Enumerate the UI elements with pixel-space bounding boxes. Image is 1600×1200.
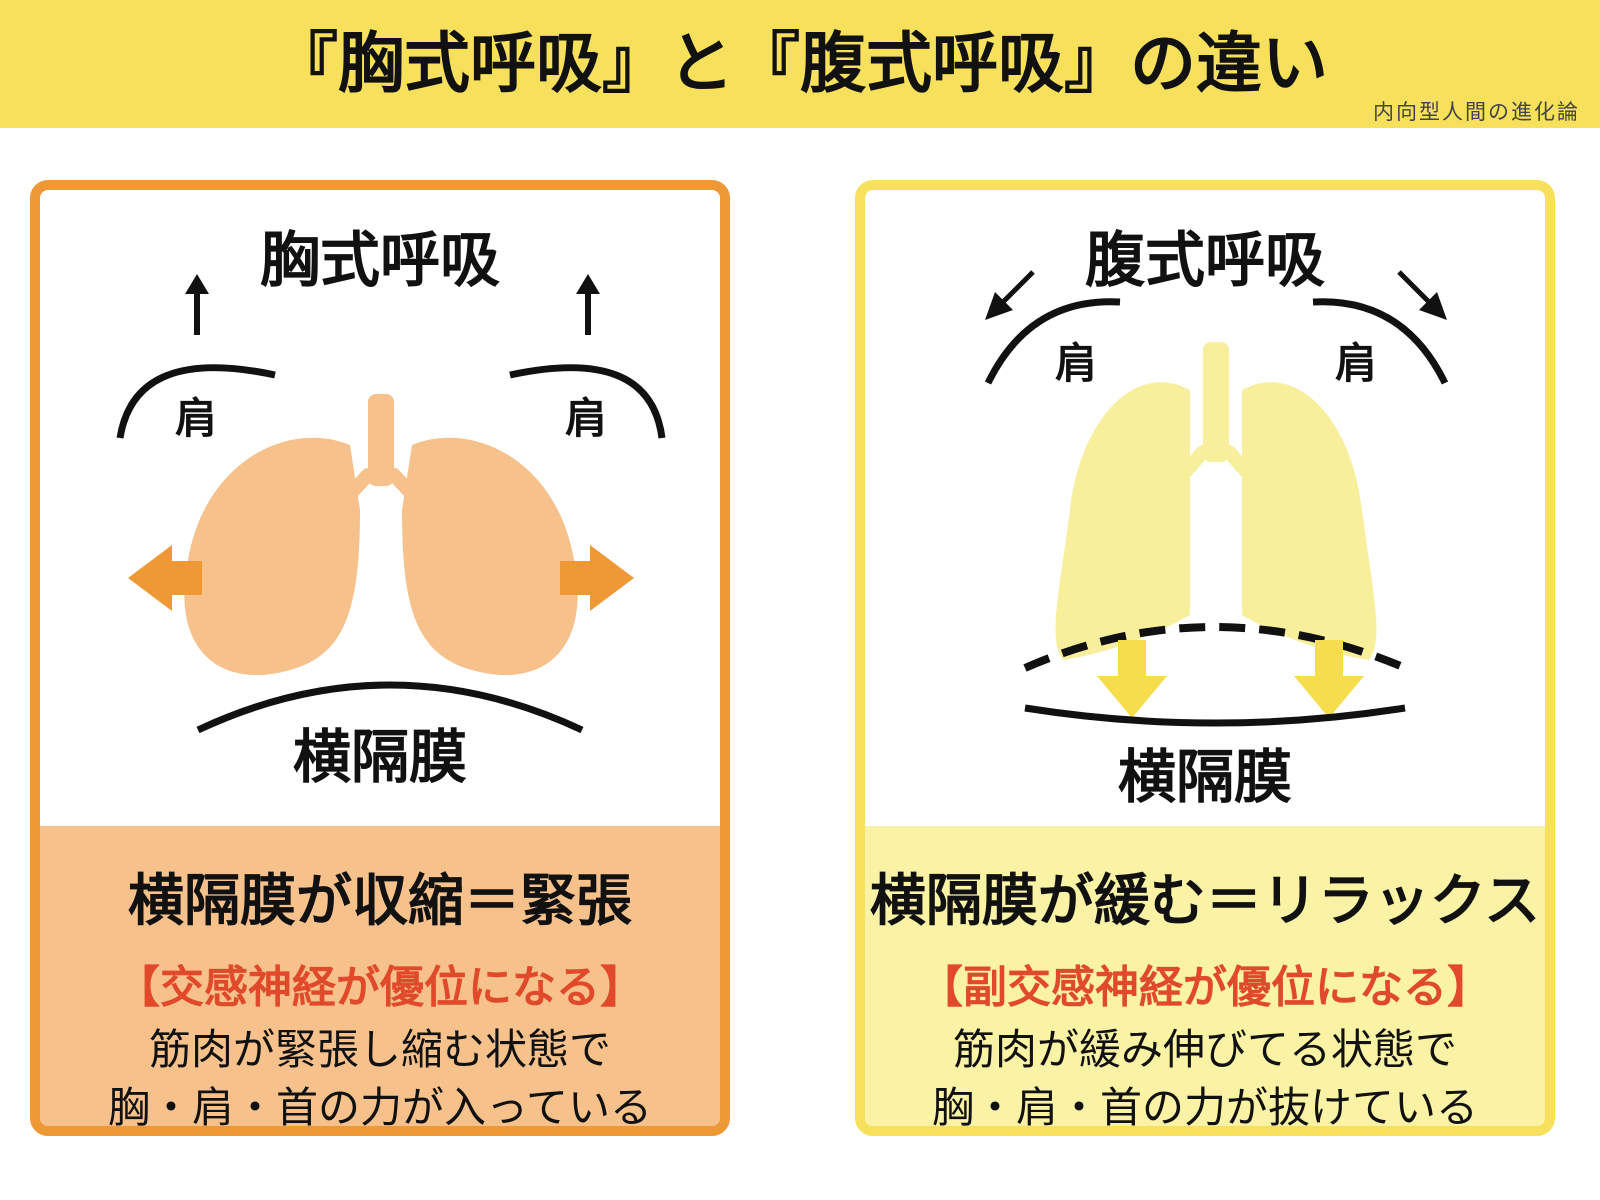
state-text: 横隔膜が収縮＝緊張 — [128, 869, 632, 934]
header-banner: 『胸式呼吸』と『腹式呼吸』の違い 内向型人間の進化論 — [0, 0, 1600, 128]
diaphragm-line — [196, 681, 584, 734]
diaphragm-line — [1024, 704, 1406, 727]
right-shoulder-arc — [1312, 298, 1449, 385]
diaphragm-label: 横隔膜 — [292, 723, 467, 791]
lungs-icon — [184, 394, 578, 676]
shoulder-label-left: 肩 — [175, 394, 218, 443]
right-shoulder-arc — [509, 364, 666, 439]
panel-title: 腹式呼吸 — [1085, 226, 1325, 296]
shoulder-label-left: 肩 — [1055, 339, 1098, 388]
arrow-up-icon — [185, 274, 209, 335]
description-line-1: 筋肉が緊張し縮む状態で — [148, 1025, 611, 1074]
arrow-left-icon — [128, 545, 202, 611]
chest-summary: 横隔膜が収縮＝緊張 【交感神経が優位になる】 筋肉が緊張し縮む状態で 胸・肩・首… — [40, 826, 720, 1132]
abdominal-breathing-diagram — [984, 270, 1449, 727]
description-line-2: 胸・肩・首の力が入っている — [108, 1083, 652, 1132]
diaphragm-dashed-line — [1023, 623, 1412, 674]
nerve-text: 【交感神経が優位になる】 — [116, 962, 644, 1013]
arrow-down-right-icon — [1397, 270, 1447, 320]
state-text: 横隔膜が緩む＝リラックス — [869, 869, 1541, 934]
lungs-icon — [1055, 342, 1377, 660]
panel-title: 胸式呼吸 — [260, 226, 500, 296]
abdominal-breathing-panel: 腹式呼吸 肩 肩 横隔膜 横隔膜が緩む＝リラックス 【副交感神経が優位になる】 … — [855, 180, 1555, 1136]
arrow-down-icon — [1097, 640, 1167, 718]
chest-breathing-panel: 胸式呼吸 肩 肩 横隔膜 横隔膜が収縮＝緊張 【交感神経が優位になる】 筋肉が緊… — [30, 180, 730, 1136]
arrow-right-icon — [560, 545, 634, 611]
nerve-text: 【副交感神経が優位になる】 — [919, 962, 1491, 1013]
diaphragm-label: 横隔膜 — [1117, 743, 1292, 811]
arrow-up-icon — [576, 274, 600, 335]
shoulder-label-right: 肩 — [565, 394, 608, 443]
abdominal-summary: 横隔膜が緩む＝リラックス 【副交感神経が優位になる】 筋肉が緩み伸びてる状態で … — [865, 826, 1545, 1132]
description-line-2: 胸・肩・首の力が抜けている — [931, 1083, 1478, 1132]
arrow-down-left-icon — [985, 270, 1035, 320]
arrow-down-icon — [1294, 640, 1364, 718]
description-line-1: 筋肉が緩み伸びてる状態で — [952, 1025, 1457, 1074]
shoulder-label-right: 肩 — [1335, 339, 1378, 388]
left-shoulder-arc — [984, 298, 1121, 385]
chest-breathing-diagram — [116, 274, 666, 734]
page-title: 『胸式呼吸』と『腹式呼吸』の違い — [272, 25, 1328, 102]
watermark: 内向型人間の進化論 — [1373, 100, 1580, 124]
left-shoulder-arc — [116, 364, 276, 439]
